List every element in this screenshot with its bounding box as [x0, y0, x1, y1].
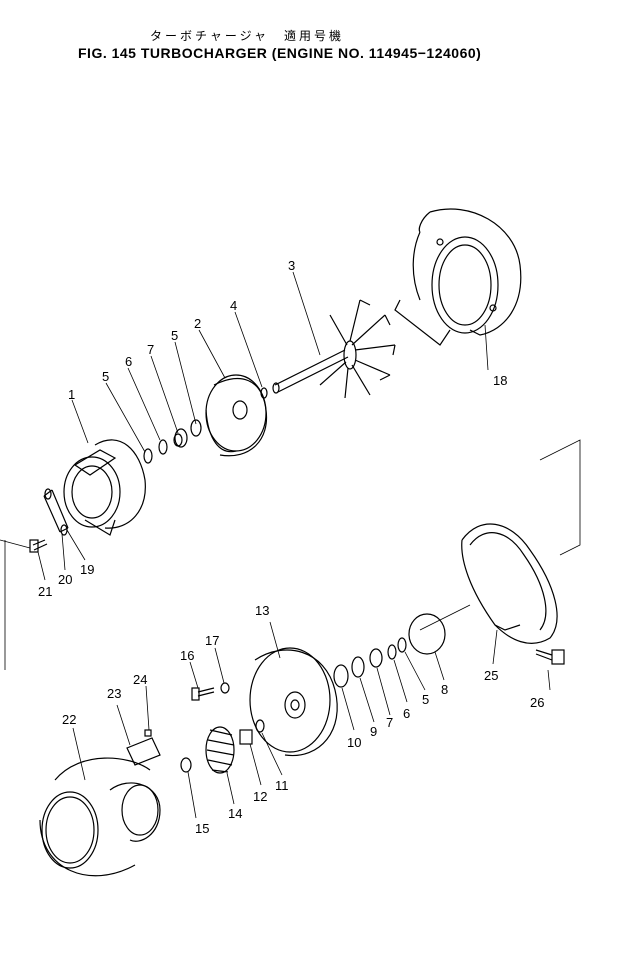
part-18-turbine-housing — [394, 208, 522, 346]
label-part-26: 26 — [530, 695, 544, 710]
label-part-25: 25 — [484, 668, 498, 683]
part-12-sleeve — [239, 729, 253, 745]
label-part-12: 12 — [253, 789, 267, 804]
label-part-8: 8 — [441, 682, 448, 697]
part-14-compressor-wheel — [205, 726, 235, 774]
japanese-title: ターボチャージャ 適用号機 — [150, 29, 345, 43]
boundary-lines — [0, 439, 581, 670]
label-part-15: 15 — [195, 821, 209, 836]
parts-19-20-21-bolt-plate — [29, 488, 69, 553]
parts-23-24-nameplate — [126, 729, 161, 766]
label-part-5: 5 — [422, 692, 429, 707]
label-part-3: 3 — [288, 258, 295, 273]
part-26-bolt — [535, 649, 565, 665]
label-part-7: 7 — [386, 715, 393, 730]
label-part-7: 7 — [147, 342, 154, 357]
label-part-11: 11 — [275, 778, 289, 793]
label-part-1: 1 — [68, 387, 75, 402]
label-part-21: 21 — [38, 584, 52, 599]
label-part-17: 17 — [205, 633, 219, 648]
label-part-5: 5 — [171, 328, 178, 343]
label-part-9: 9 — [370, 724, 377, 739]
label-part-6: 6 — [403, 706, 410, 721]
leader-lines — [37, 271, 551, 819]
label-part-18: 18 — [493, 373, 507, 388]
label-part-4: 4 — [230, 298, 237, 313]
part-3-shaft-turbine-wheel — [272, 299, 396, 399]
label-part-10: 10 — [347, 735, 361, 750]
label-part-22: 22 — [62, 712, 76, 727]
label-part-2: 2 — [194, 316, 201, 331]
part-number-labels: 1 2 3 4 5 5 5 6 6 7 7 8 9 10 11 12 13 14… — [38, 258, 544, 836]
figure-title: FIG. 145 TURBOCHARGER (ENGINE NO. 114945… — [78, 45, 482, 61]
upper-seal-rings — [143, 419, 202, 464]
label-part-5: 5 — [102, 369, 109, 384]
part-2-plate — [205, 374, 268, 457]
label-part-20: 20 — [58, 572, 72, 587]
label-part-23: 23 — [107, 686, 121, 701]
label-part-19: 19 — [80, 562, 94, 577]
label-part-13: 13 — [255, 603, 269, 618]
part-13-back-plate — [249, 647, 338, 757]
part-11-ring — [255, 719, 265, 733]
part-22-compressor-housing — [39, 757, 161, 877]
part-8-o-ring — [408, 613, 446, 655]
part-1-bearing-housing — [63, 439, 146, 536]
parts-16-17-bolt-washer — [191, 682, 230, 701]
label-part-24: 24 — [133, 672, 147, 687]
label-part-6: 6 — [125, 354, 132, 369]
label-part-16: 16 — [180, 648, 194, 663]
label-part-14: 14 — [228, 806, 242, 821]
part-15-nut — [180, 757, 192, 773]
part-25-clamp-band — [461, 523, 558, 644]
lower-seal-rings — [333, 637, 407, 688]
